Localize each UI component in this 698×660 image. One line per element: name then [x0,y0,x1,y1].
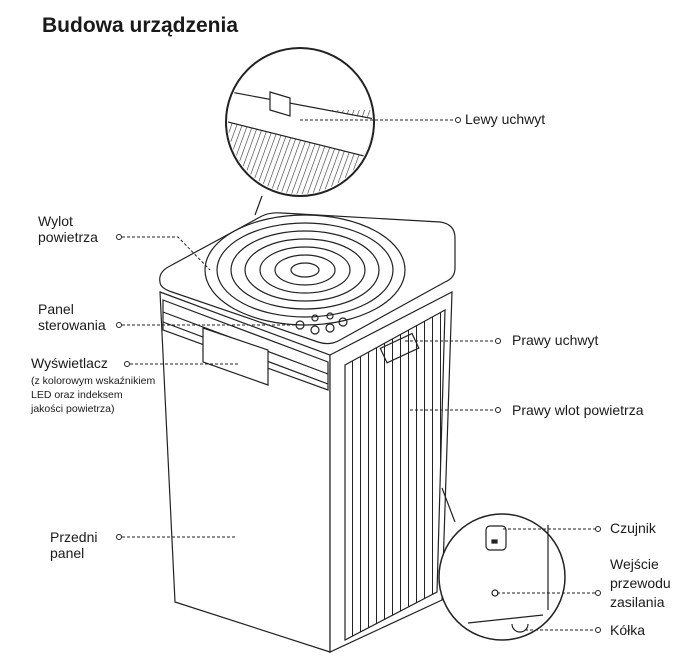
label-power-inlet-line3: zasilania [610,594,665,610]
label-wheels: Kółka [610,622,646,638]
label-sensor: Czujnik [610,520,656,536]
label-air-outlet-line2: powietrza [38,229,98,245]
label-right-air-inlet: Prawy wlot powietrza [512,402,644,418]
body [159,212,456,653]
left-handle-magnifier [225,47,375,216]
leader-lines [122,119,596,631]
label-air-outlet-line1: Wylot [38,213,73,229]
control-buttons [295,312,348,335]
label-display-note-line1: (z kolorowym wskaźnikiem [31,375,156,387]
bottom-magnifier [438,487,566,641]
label-power-inlet-line1: Wejście [610,556,659,572]
page-title: Budowa urządzenia [42,14,239,37]
label-control-panel-line1: Panel [38,301,74,317]
label-left-handle: Lewy uchwyt [465,111,546,127]
label-display-note-line2: LED oraz indeksem [31,389,123,401]
label-right-handle: Prawy uchwyt [512,332,599,348]
label-display-note-line3: jakości powietrza) [31,403,115,415]
label-display: Wyświetlacz [31,355,108,371]
label-power-inlet-line2: przewodu [610,575,671,591]
label-control-panel-line2: sterowania [38,317,106,333]
label-front-panel-line2: panel [50,545,85,561]
label-front-panel-line1: Przedni [50,529,98,545]
